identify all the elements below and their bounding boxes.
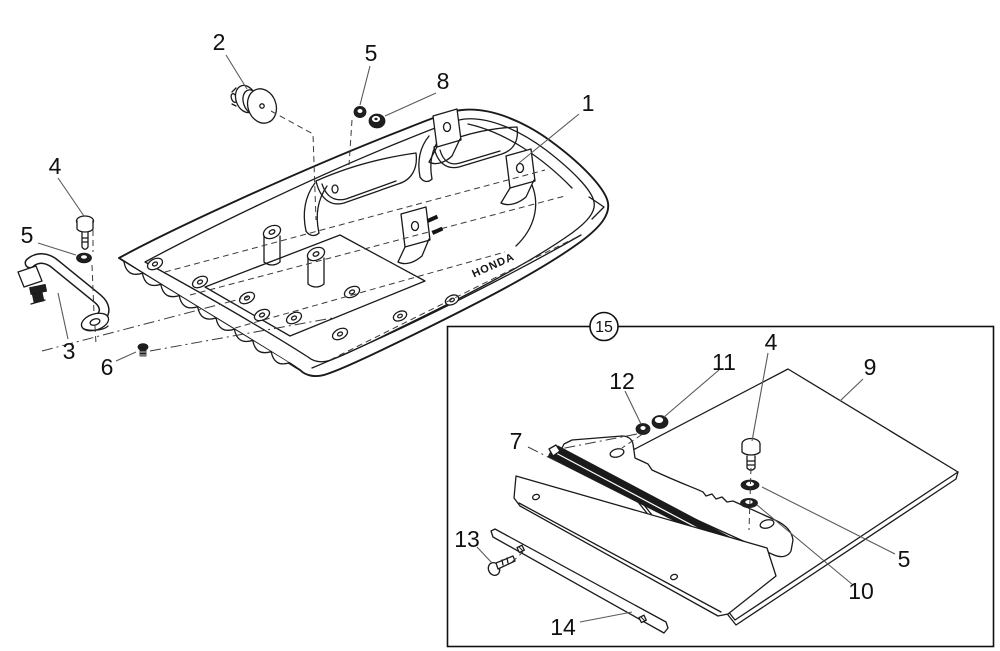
washer-12-icon: [635, 423, 651, 435]
callout-14-label: 14: [550, 614, 576, 640]
handle-end-bolt-icon: [29, 283, 48, 305]
assembly-axis-lines: [41, 110, 353, 352]
kit-15-badge: 15: [589, 311, 619, 342]
callout-11-label: 11: [712, 349, 736, 375]
inset-leader-lines: [476, 352, 896, 623]
callout-7-label: 7: [510, 428, 523, 454]
callout-5-top-label: 5: [365, 40, 378, 66]
front-edge-bosses: [146, 257, 460, 341]
callout-5-left-label: 5: [21, 222, 34, 248]
bolt-13-icon: [487, 555, 516, 576]
washer-5-left-icon: [76, 252, 92, 264]
main-leader-lines: [37, 54, 580, 362]
lifting-tabs: [397, 108, 536, 265]
callout-3-label: 3: [63, 338, 76, 364]
callout-1-label: 1: [582, 90, 595, 116]
nut-8-icon: [368, 113, 386, 129]
serrated-edge: [123, 261, 297, 368]
washer-5-top-icon: [353, 106, 367, 119]
bolt-4-inset-icon: [741, 437, 761, 471]
bolt-6-icon: [137, 343, 149, 357]
callout-9-label: 9: [864, 354, 877, 380]
handle-part-drawing: [17, 253, 110, 332]
bolt-4-main-icon: [75, 215, 95, 250]
base-plate-drawing: HONDA: [118, 108, 610, 378]
callout-5-inset-label: 5: [898, 546, 911, 572]
callout-15-label: 15: [595, 319, 613, 336]
washer-5-inset-icon: [740, 479, 760, 491]
callout-4-inset-label: 4: [765, 329, 778, 355]
inset-kit-box: 4 11 12 9 7 13 5 10 14 15: [446, 311, 995, 648]
callout-6-label: 6: [101, 354, 114, 380]
nut-11-icon: [651, 415, 669, 429]
callout-10-label: 10: [848, 578, 874, 604]
center-recess: [204, 224, 426, 337]
callout-13-label: 13: [454, 526, 480, 552]
holder-bracket-drawing: [559, 435, 794, 558]
callout-4-left-label: 4: [49, 153, 62, 179]
washer-10-inset-icon: [740, 497, 758, 508]
callout-8-label: 8: [437, 68, 450, 94]
callout-2-label: 2: [213, 29, 226, 55]
pad-holder-plate-drawing: [513, 475, 777, 617]
inset-axis-lines: [511, 428, 752, 563]
roller-part-drawing: [230, 84, 278, 124]
holder-strip-drawing: [490, 528, 669, 634]
callout-12-label: 12: [609, 368, 635, 394]
hidden-lines: [164, 169, 576, 361]
casting-marks-icon: [426, 214, 444, 235]
